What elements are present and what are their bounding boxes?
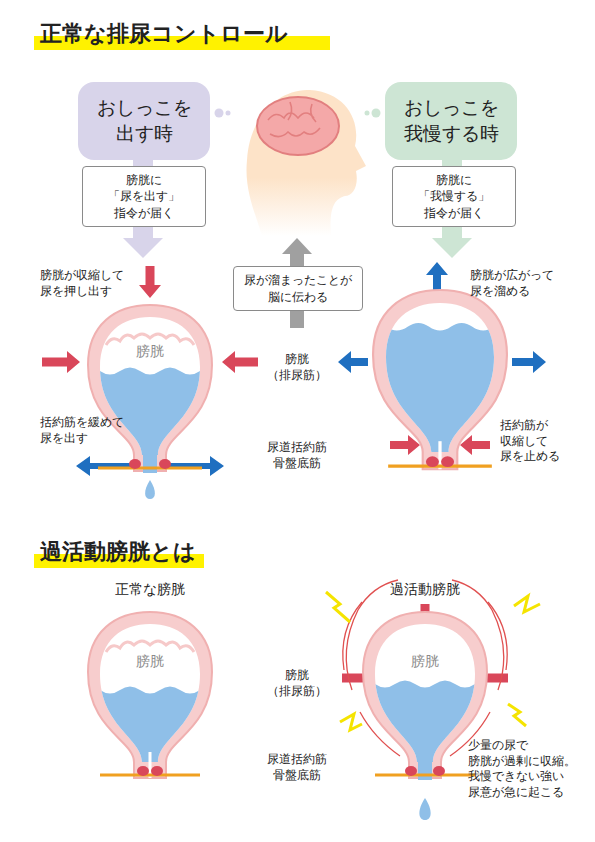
node-text: おしっこを 我慢する時 bbox=[404, 95, 499, 146]
arrow bbox=[42, 351, 80, 373]
command-box: 膀胱に「尿を出す」 指令が届く bbox=[82, 166, 206, 227]
callout-text: 少量の尿で 膀胱が過剰に収縮。 我慢できない強い 尿意が急に起こる bbox=[468, 738, 576, 800]
thought-bubble: おしっこを 出す時 bbox=[78, 82, 210, 160]
callout-text: 膀胱が広がって 尿を溜める bbox=[470, 268, 554, 299]
arrow bbox=[222, 351, 258, 373]
arrow bbox=[162, 456, 224, 476]
signal-box: 尿が溜まったことが 脳に伝わる bbox=[233, 266, 363, 311]
arrow bbox=[338, 351, 368, 373]
command-box: 膀胱に「我慢する」 指令が届く bbox=[392, 166, 516, 227]
arrow bbox=[390, 435, 420, 455]
section-title: 過活動膀胱とは bbox=[40, 538, 196, 567]
part-label: 膀胱 （排尿筋） bbox=[267, 668, 327, 699]
arrow bbox=[460, 435, 490, 455]
node-text: 膀胱に「我慢する」 指令が届く bbox=[418, 172, 490, 221]
thought-bubble: おしっこを 我慢する時 bbox=[385, 82, 517, 160]
part-label: 尿道括約筋 骨盤底筋 bbox=[267, 440, 327, 471]
organ-label: 膀胱 bbox=[136, 652, 164, 670]
node-text: 膀胱に「尿を出す」 指令が届く bbox=[108, 172, 180, 221]
arrow bbox=[512, 351, 546, 373]
figure-caption: 正常な膀胱 bbox=[115, 580, 185, 598]
arrow bbox=[426, 262, 448, 292]
part-label: 膀胱 （排尿筋） bbox=[267, 352, 327, 383]
page-title: 正常な排尿コントロール bbox=[40, 20, 288, 49]
callout-text: 括約筋が 収縮して 尿を止める bbox=[500, 418, 560, 465]
node-text: おしっこを 出す時 bbox=[97, 95, 192, 146]
figure-caption: 過活動膀胱 bbox=[390, 580, 460, 598]
callout-text: 膀胱が収縮して 尿を押し出す bbox=[40, 268, 124, 299]
organ-label: 膀胱 bbox=[136, 342, 164, 360]
part-label: 尿道括約筋 骨盤底筋 bbox=[267, 752, 327, 783]
callout-text: 括約筋を緩めて 尿を出す bbox=[40, 415, 124, 446]
arrow bbox=[139, 266, 161, 298]
arrow bbox=[76, 456, 138, 476]
organ-label: 膀胱 bbox=[411, 652, 439, 670]
node-text: 尿が溜まったことが 脳に伝わる bbox=[244, 272, 352, 304]
